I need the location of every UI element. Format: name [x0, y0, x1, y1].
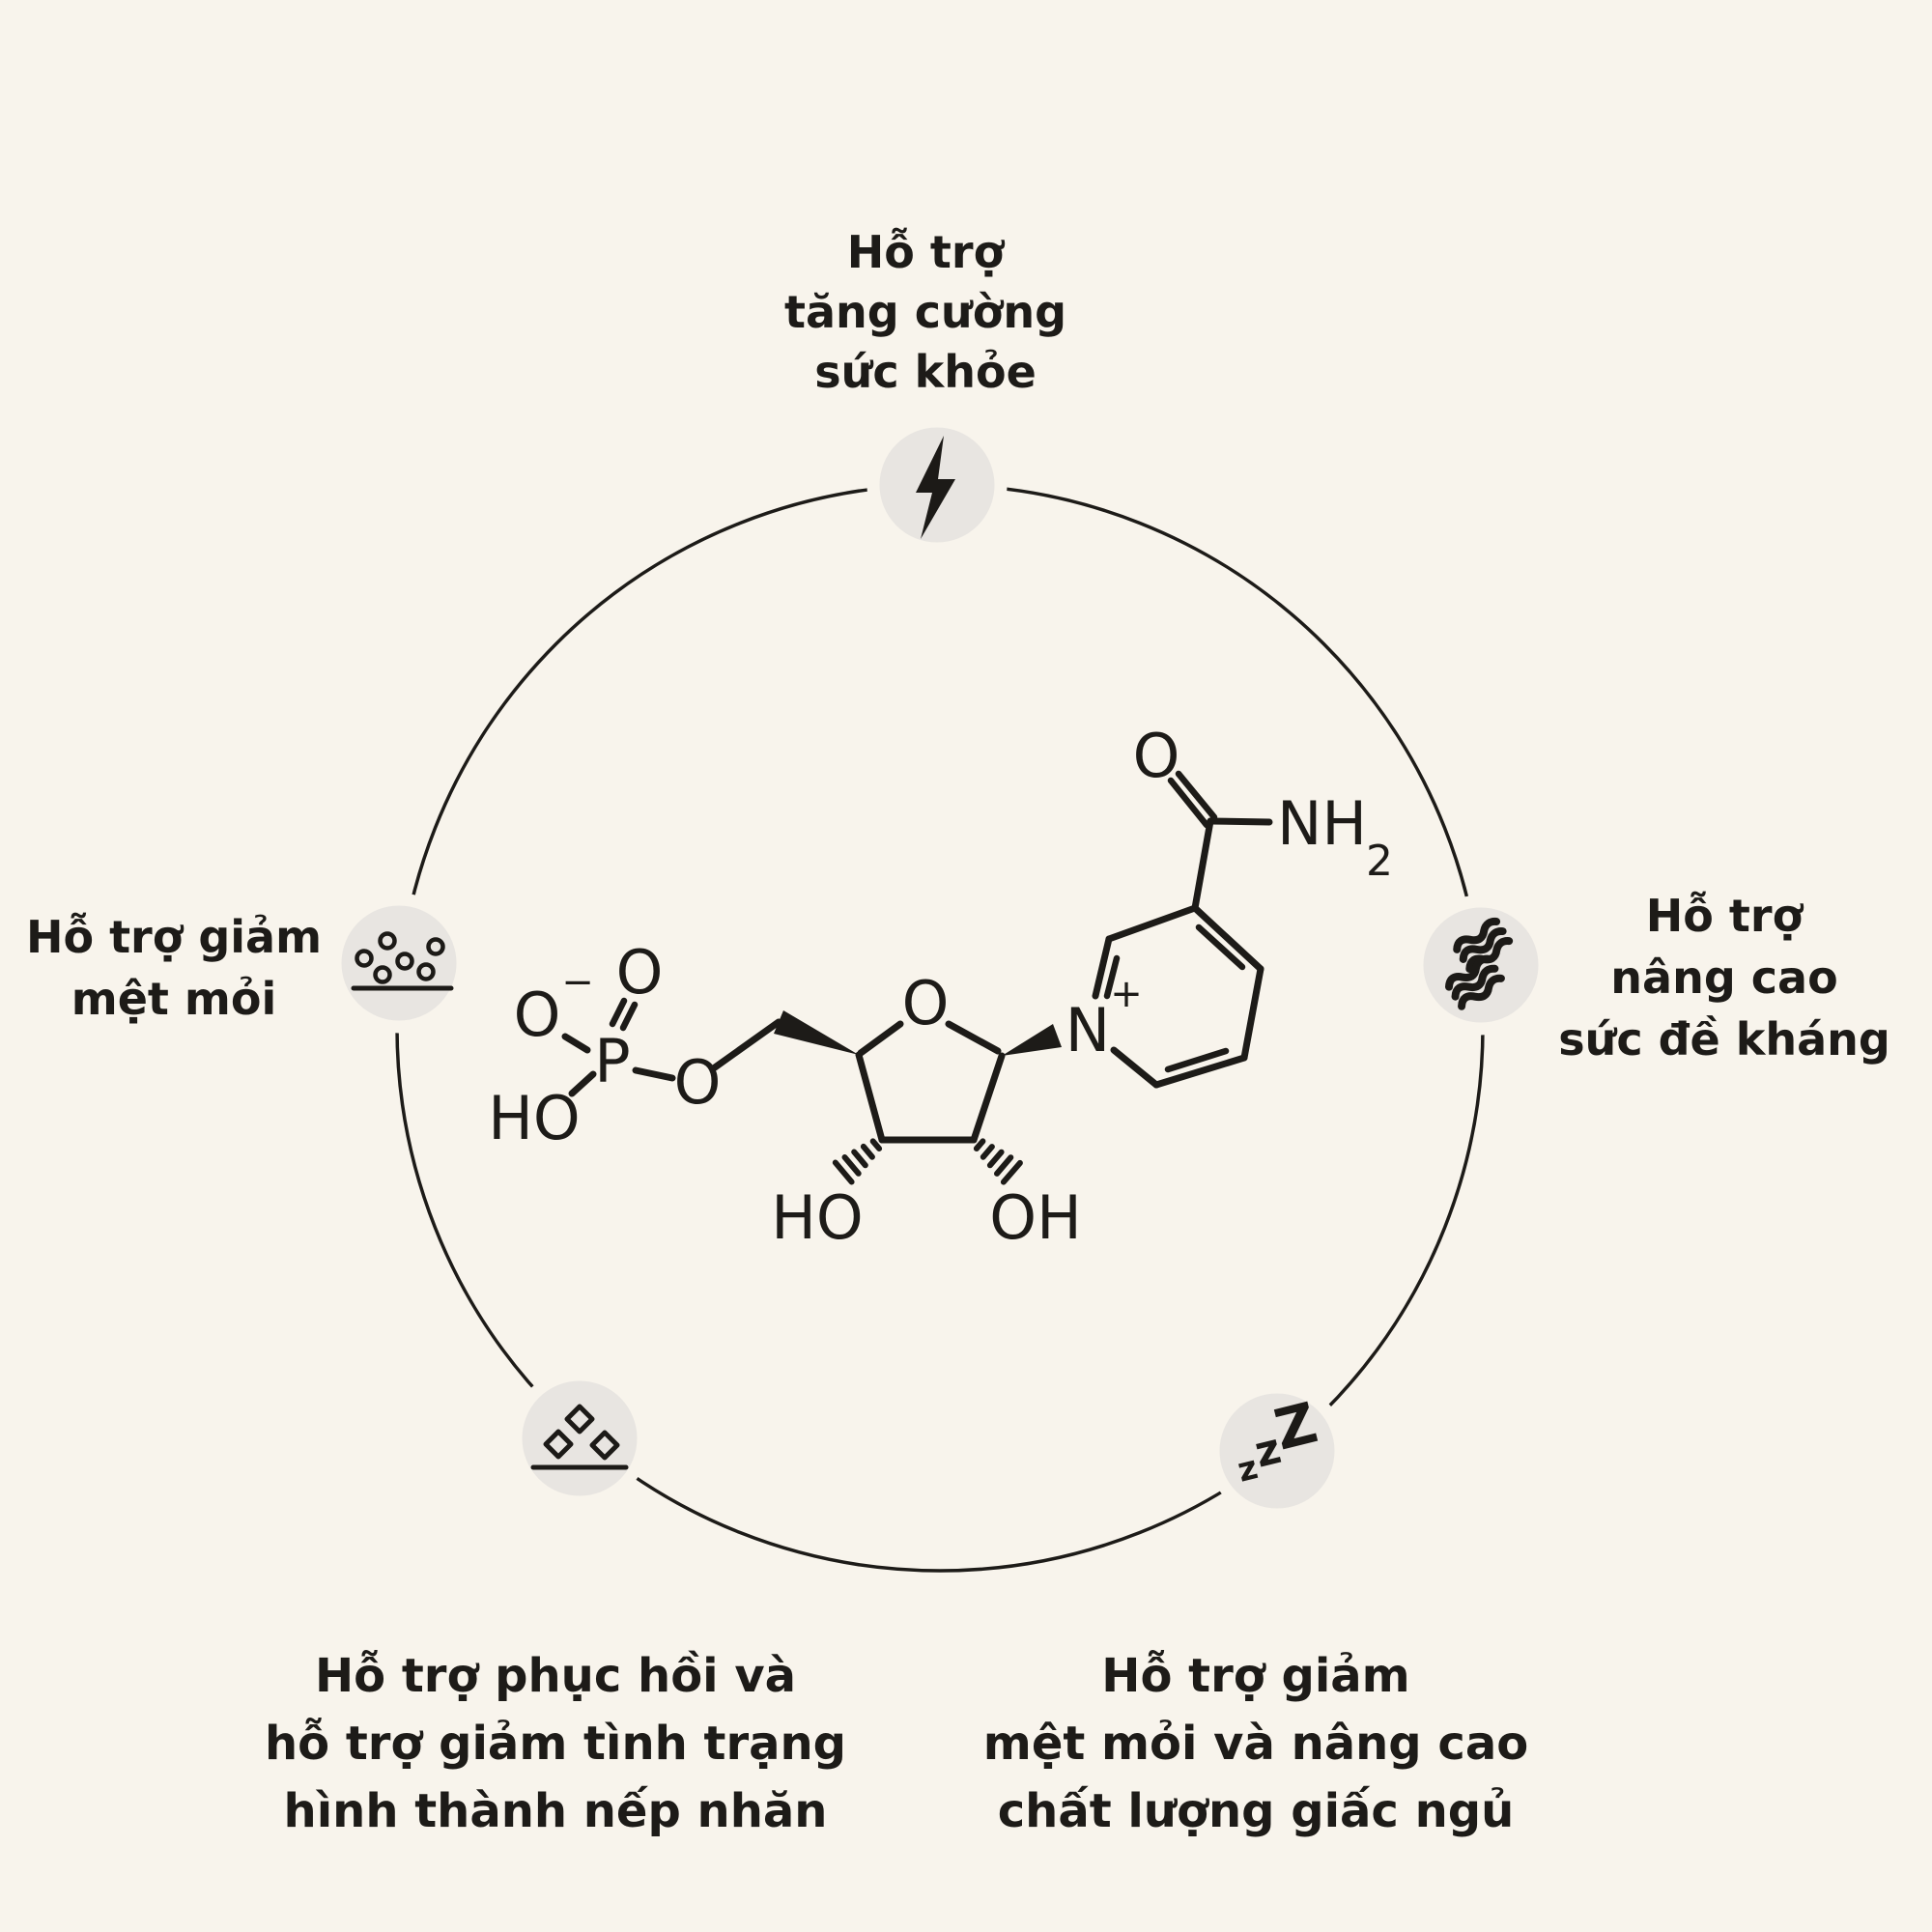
benefit-label-line: Hỗ trợ giảm: [1101, 1649, 1410, 1703]
ribose-ring-bonds: [855, 1020, 1006, 1144]
plus-charge: +: [1110, 972, 1143, 1016]
icon-node-energy: [867, 414, 1008, 555]
benefit-label-line: hỗ trợ giảm tình trạng: [264, 1717, 847, 1771]
diamonds-icon: [530, 1404, 629, 1470]
benefit-label-line: Hỗ trợ phục hồi và: [314, 1649, 797, 1703]
nmn-molecule-structure: O O − P HO O O HO OH N + NH 2 O: [488, 721, 1393, 1253]
benefit-label-skin-recovery: Hỗ trợ phục hồi và hỗ trợ giảm tình trạn…: [245, 1642, 866, 1845]
icon-node-immunity: [1410, 895, 1551, 1036]
amide-bonds: [1167, 770, 1273, 912]
atom-hydroxyl-3prime: HO: [771, 1182, 863, 1253]
atom-phosphate-oxygen: O: [514, 980, 561, 1050]
atom-amide-nh: NH: [1277, 788, 1367, 859]
wedge-bond-c1-n: [1002, 1024, 1062, 1056]
phosphate-bonds: [561, 997, 782, 1097]
benefit-label-health: Hỗ trợ tăng cường sức khỏe: [636, 222, 1215, 402]
benefit-label-line: Hỗ trợ: [1645, 890, 1804, 942]
benefit-label-line: Hỗ trợ giảm: [25, 911, 323, 963]
benefit-label-line: tăng cường: [783, 286, 1066, 338]
atom-amide-oxygen: O: [1133, 721, 1180, 791]
benefit-label-line: sức khỏe: [814, 346, 1037, 398]
benefit-label-immunity: Hỗ trợ nâng cao sức đề kháng: [1468, 885, 1932, 1070]
bubbles-icon: [351, 931, 454, 991]
atom-pyridine-nitrogen: N: [1065, 995, 1110, 1065]
sleep-zzz-icon: z z Z: [1234, 1389, 1323, 1490]
minus-charge: −: [561, 960, 594, 1005]
wedge-bond-c5-c4: [774, 1010, 859, 1055]
hashed-bond-2prime-oh: [973, 1138, 1023, 1185]
icon-node-skin-recovery: [509, 1368, 650, 1509]
benefit-label-line: sức đề kháng: [1558, 1013, 1890, 1065]
benefit-label-line: Hỗ trợ: [846, 226, 1005, 278]
atom-amide-subscript: 2: [1366, 837, 1393, 886]
benefit-label-line: mệt mỏi: [71, 973, 277, 1025]
benefit-label-line: mệt mỏi và nâng cao: [982, 1717, 1529, 1771]
atom-ester-oxygen: O: [674, 1047, 722, 1118]
lightning-icon: [916, 436, 955, 539]
benefit-label-line: chất lượng giấc ngủ: [997, 1784, 1515, 1838]
atom-phosphorus: P: [594, 1026, 630, 1096]
icon-node-fatigue: [328, 893, 469, 1034]
hashed-bond-3prime-oh: [832, 1138, 883, 1185]
atom-hydroxyl-2prime: OH: [989, 1182, 1081, 1253]
atom-ribose-oxygen: O: [902, 968, 950, 1038]
benefit-label-fatigue: Hỗ trợ giảm mệt mỏi: [0, 906, 353, 1030]
benefit-label-line: hình thành nếp nhăn: [283, 1784, 828, 1838]
benefit-label-sleep: Hỗ trợ giảm mệt mỏi và nâng cao chất lượ…: [946, 1642, 1566, 1845]
benefit-label-line: nâng cao: [1610, 952, 1838, 1004]
atom-phosphate-hydroxyl: HO: [488, 1083, 580, 1153]
waves-icon: [1444, 917, 1514, 1010]
pyridinium-ring-bonds: [1092, 904, 1264, 1089]
atom-phosphate-double-oxygen: O: [616, 937, 664, 1008]
icon-node-sleep: z z Z: [1207, 1380, 1348, 1521]
